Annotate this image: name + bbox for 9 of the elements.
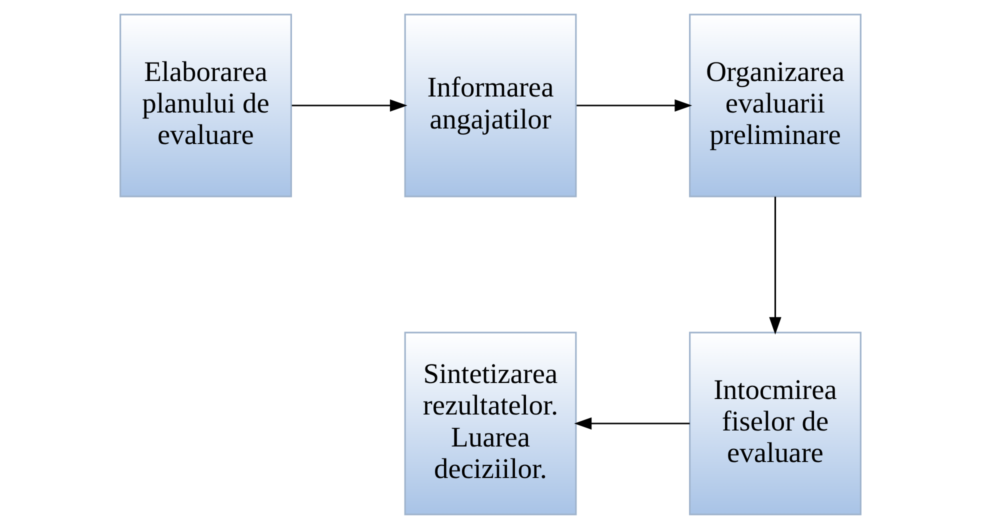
node-box: Informarea angajatilor [404,14,577,198]
node-box: Sintetizarea rezultatelor. Luarea deciziilor. [404,332,577,516]
node-box: Intocmirea fiselor de evaluare [689,332,862,516]
arrow [574,417,690,430]
arrow [769,196,782,335]
arrow [292,99,408,112]
node-box: Organizarea evaluarii preliminare [689,14,862,198]
node-box: Elaborarea planului de evaluare [120,14,292,198]
arrow [576,99,692,112]
